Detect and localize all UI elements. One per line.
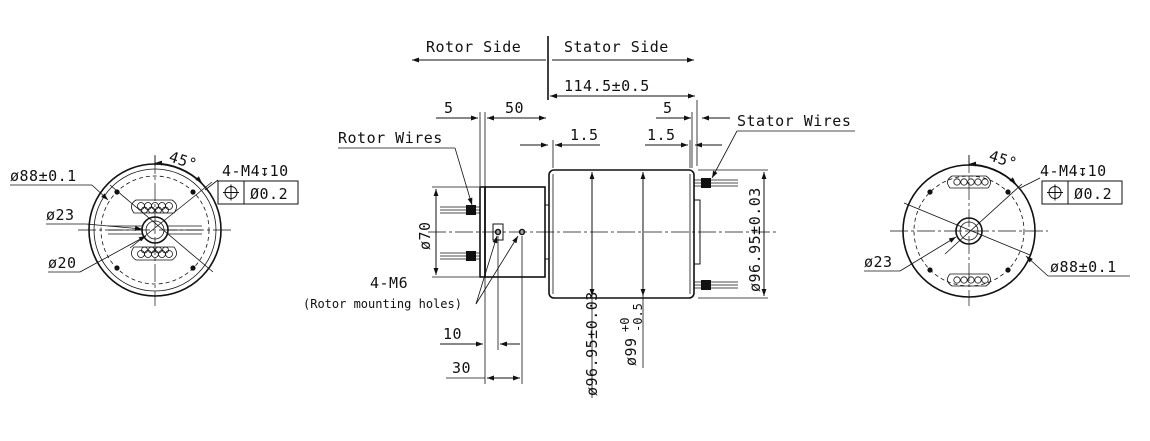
stator-wires — [694, 178, 738, 290]
rotor-wires-leader — [454, 147, 473, 206]
dia-99-upper-tol: +0 — [618, 318, 632, 332]
rotor-wires — [440, 205, 480, 261]
left-screw-spec: 4-M4↧10 — [222, 162, 289, 180]
stator-wires-label: Stator Wires — [737, 112, 851, 130]
left-dia-88-label: ø88±0.1 — [10, 167, 77, 185]
left-dia-88-leader — [91, 184, 109, 201]
stator-side-label: Stator Side — [564, 38, 669, 56]
right-dia-88-label: ø88±0.1 — [1050, 258, 1117, 276]
right-end-view: 45° 4-M4↧10 Ø0.2 ø23 ø88±0.1 — [864, 147, 1130, 306]
side-view: 114.5±0.5 5 50 5 1.5 1.5 Rotor Wires Sta… — [303, 77, 855, 398]
left-end-view: 45° ø88±0.1 ø23 ø20 4-M4↧10 Ø0.2 — [10, 148, 299, 306]
rotor-side-label: Rotor Side — [426, 38, 521, 56]
body-dia-bottom-label: ø96.95±0.03 — [583, 291, 601, 396]
right-wire-bundle-bottom — [947, 273, 991, 287]
stator-body — [548, 169, 695, 299]
stator-gap-label: 5 — [663, 99, 673, 117]
left-dia-23-leader — [85, 223, 143, 231]
left-step-label: 1.5 — [570, 126, 599, 144]
side-header: Rotor Side Stator Side — [412, 36, 694, 100]
right-screw-leader — [1019, 177, 1041, 189]
right-mount-holes — [927, 189, 1011, 273]
rotor-length-label: 50 — [505, 99, 524, 117]
left-tolerance-frame: Ø0.2 — [217, 180, 299, 205]
rotor-hole-1 — [494, 228, 502, 236]
dia-99-lower-tol: -0.5 — [631, 303, 645, 332]
stator-wires-leader — [711, 130, 738, 179]
overall-length-label: 114.5±0.5 — [564, 77, 650, 95]
left-wire-bundle-bottom — [131, 246, 177, 261]
left-screw-leader — [204, 179, 219, 191]
dim-10-label: 10 — [443, 325, 462, 343]
left-diagonal-1 — [109, 184, 214, 273]
left-tol-value: Ø0.2 — [250, 185, 288, 203]
dia-99-label-group: ø99 +0 -0.5 — [618, 303, 645, 366]
rotor-gap-label: 5 — [444, 99, 454, 117]
mount-desc-label: (Rotor mounting holes) — [303, 297, 462, 311]
left-wire-bundle-top — [131, 199, 177, 214]
mount-leader-2 — [475, 235, 519, 305]
right-angle-arc — [968, 161, 1017, 185]
right-dia-23-leader — [899, 236, 957, 272]
right-screw-spec: 4-M4↧10 — [1040, 162, 1107, 180]
body-dia-right-label: ø96.95±0.03 — [746, 187, 764, 292]
right-dia-88-leader — [1025, 255, 1049, 277]
right-diagonal-1 — [903, 202, 1031, 256]
mount-leader-1 — [475, 235, 498, 305]
dia-70-label: ø70 — [416, 221, 434, 250]
left-dia-20-leader — [79, 235, 147, 273]
left-dia-20-label: ø20 — [48, 254, 77, 272]
left-bore-20 — [145, 220, 165, 240]
mount-spec-label: 4-M6 — [370, 274, 408, 292]
rotor-wires-label: Rotor Wires — [338, 129, 443, 147]
dia-99-label: ø99 — [622, 337, 640, 366]
right-bore-23 — [955, 217, 983, 245]
left-angle-arc — [154, 160, 203, 184]
left-angle-label: 45° — [167, 148, 200, 174]
rotor-hole-2 — [518, 228, 526, 236]
right-step-label: 1.5 — [647, 126, 676, 144]
right-tol-value: Ø0.2 — [1074, 185, 1112, 203]
right-bore-inner — [959, 221, 979, 241]
right-dia-23-label: ø23 — [864, 253, 893, 271]
dim-30-label: 30 — [452, 359, 471, 377]
stator-rear-cap — [693, 199, 701, 265]
right-tolerance-frame: Ø0.2 — [1041, 180, 1123, 205]
right-diagonal-2 — [944, 183, 1023, 255]
left-mount-holes — [114, 189, 196, 271]
left-dia-23-label: ø23 — [46, 206, 75, 224]
